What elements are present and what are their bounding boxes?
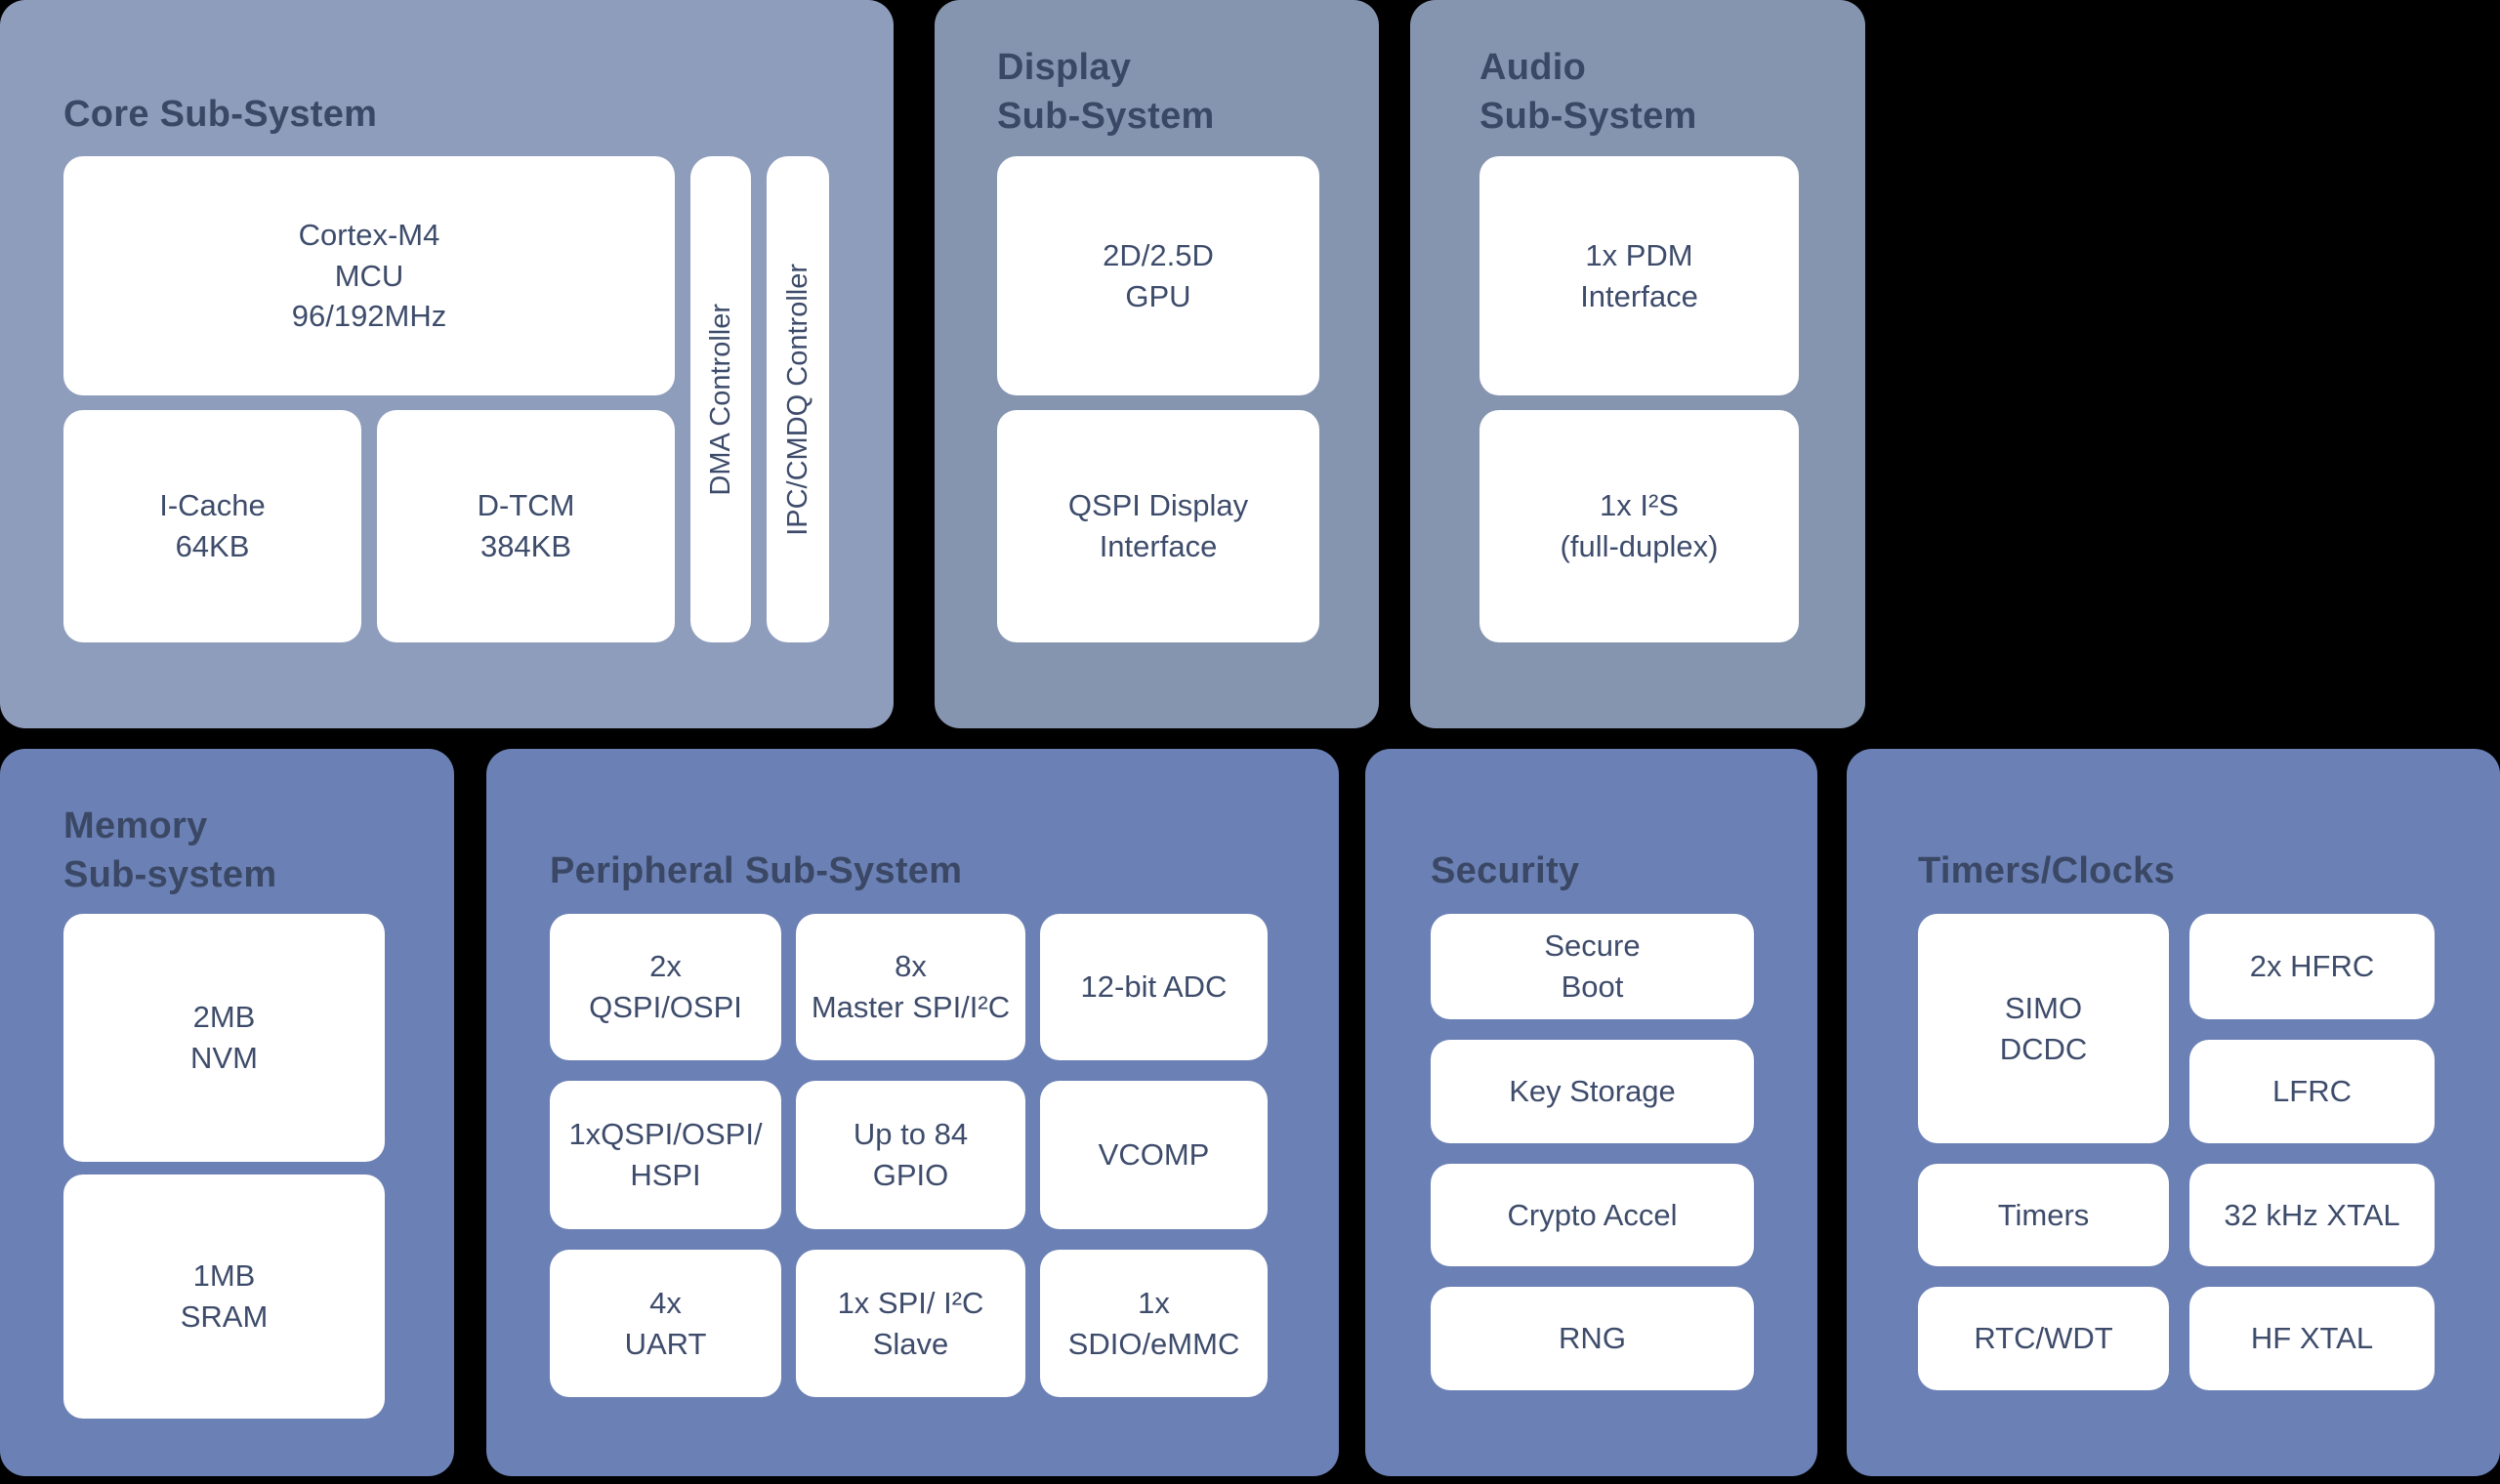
block-32khz-xtal: 32 kHz XTAL bbox=[2189, 1164, 2435, 1266]
block-dma-controller: DMA Controller bbox=[690, 156, 751, 642]
block-rng: RNG bbox=[1431, 1287, 1754, 1390]
panel-audio-sub-system: Audio Sub-System 1x PDM Interface 1x I²S… bbox=[1410, 0, 1865, 728]
block-1x-sdio-emmc: 1x SDIO/eMMC bbox=[1040, 1250, 1268, 1397]
block-key-storage: Key Storage bbox=[1431, 1040, 1754, 1143]
block-secure-boot: Secure Boot bbox=[1431, 914, 1754, 1019]
block-1x-qspi-ospi-hspi: 1xQSPI/OSPI/ HSPI bbox=[550, 1081, 781, 1229]
block-gpio: Up to 84 GPIO bbox=[796, 1081, 1025, 1229]
block-i-cache: I-Cache 64KB bbox=[63, 410, 361, 642]
block-dma-controller-label: DMA Controller bbox=[704, 303, 736, 496]
block-d-tcm: D-TCM 384KB bbox=[377, 410, 675, 642]
panel-timers-clocks: Timers/Clocks SIMO DCDC 2x HFRC LFRC Tim… bbox=[1847, 749, 2500, 1476]
panel-display-sub-system: Display Sub-System 2D/2.5D GPU QSPI Disp… bbox=[935, 0, 1379, 728]
security-column: Secure Boot Key Storage Crypto Accel RNG bbox=[1431, 914, 1754, 1390]
block-hf-xtal: HF XTAL bbox=[2189, 1287, 2435, 1390]
panel-title-peripheral: Peripheral Sub-System bbox=[550, 850, 963, 891]
block-lfrc: LFRC bbox=[2189, 1040, 2435, 1143]
block-pdm-interface: 1x PDM Interface bbox=[1479, 156, 1799, 395]
block-2mb-nvm: 2MB NVM bbox=[63, 914, 385, 1162]
panel-title-memory: Memory Sub-system bbox=[63, 805, 277, 896]
panel-memory-sub-system: Memory Sub-system 2MB NVM 1MB SRAM bbox=[0, 749, 454, 1476]
block-2x-hfrc: 2x HFRC bbox=[2189, 914, 2435, 1019]
block-1x-spi-i2c-slave: 1x SPI/ I²C Slave bbox=[796, 1250, 1025, 1397]
panel-title-security: Security bbox=[1431, 850, 1580, 891]
block-i2s-full-duplex: 1x I²S (full-duplex) bbox=[1479, 410, 1799, 642]
block-4x-uart: 4x UART bbox=[550, 1250, 781, 1397]
block-rtc-wdt: RTC/WDT bbox=[1918, 1287, 2169, 1390]
block-8x-master-spi-i2c: 8x Master SPI/I²C bbox=[796, 914, 1025, 1060]
block-2d-gpu: 2D/2.5D GPU bbox=[997, 156, 1319, 395]
block-qspi-display-interface: QSPI Display Interface bbox=[997, 410, 1319, 642]
panel-title-display: Display Sub-System bbox=[997, 47, 1215, 138]
panel-core-sub-system: Core Sub-System Cortex-M4 MCU 96/192MHz … bbox=[0, 0, 894, 728]
panel-title-core: Core Sub-System bbox=[63, 94, 378, 135]
peripheral-grid: 2x QSPI/OSPI 8x Master SPI/I²C 12-bit AD… bbox=[550, 914, 1268, 1397]
timers-grid: SIMO DCDC 2x HFRC LFRC Timers 32 kHz XTA… bbox=[1918, 914, 2435, 1390]
block-1mb-sram: 1MB SRAM bbox=[63, 1175, 385, 1419]
panel-title-timers-clocks: Timers/Clocks bbox=[1918, 850, 2175, 891]
block-ipc-cmdq-controller: IPC/CMDQ Controller bbox=[767, 156, 829, 642]
block-timers: Timers bbox=[1918, 1164, 2169, 1266]
block-2x-qspi-ospi: 2x QSPI/OSPI bbox=[550, 914, 781, 1060]
block-simo-dcdc: SIMO DCDC bbox=[1918, 914, 2169, 1143]
core-grid: Cortex-M4 MCU 96/192MHz I-Cache 64KB D-T… bbox=[63, 156, 829, 642]
panel-peripheral-sub-system: Peripheral Sub-System 2x QSPI/OSPI 8x Ma… bbox=[486, 749, 1339, 1476]
panel-security: Security Secure Boot Key Storage Crypto … bbox=[1365, 749, 1817, 1476]
panel-title-audio: Audio Sub-System bbox=[1479, 47, 1697, 138]
block-ipc-cmdq-controller-label: IPC/CMDQ Controller bbox=[781, 263, 813, 536]
block-crypto-accel: Crypto Accel bbox=[1431, 1164, 1754, 1266]
block-cortex-m4-mcu: Cortex-M4 MCU 96/192MHz bbox=[63, 156, 675, 395]
block-vcomp: VCOMP bbox=[1040, 1081, 1268, 1229]
block-12-bit-adc: 12-bit ADC bbox=[1040, 914, 1268, 1060]
